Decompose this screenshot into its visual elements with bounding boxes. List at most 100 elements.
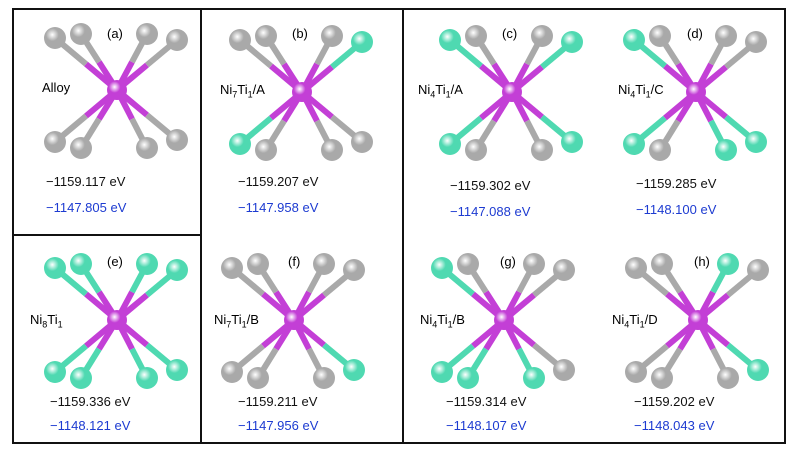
molecule <box>229 25 373 161</box>
ni-atom-gray <box>343 259 365 281</box>
panel-tag: (d) <box>687 26 703 41</box>
energy-value-2: −1147.088 eV <box>450 204 531 219</box>
ni-atom-gray <box>553 359 575 381</box>
ni-atom-gray <box>166 129 188 151</box>
structure-label: Ni7Ti1/B <box>214 312 259 330</box>
ni-atom-gray <box>136 137 158 159</box>
ni-atom-gray <box>351 131 373 153</box>
structure-label: Ni7Ti1/A <box>220 82 265 100</box>
ni-atom-green <box>229 133 251 155</box>
ni-atom-green <box>715 139 737 161</box>
ni-atom-gray <box>531 25 553 47</box>
ni-atom-gray <box>166 29 188 51</box>
structure-label: Alloy <box>42 80 71 95</box>
ni-atom-green <box>44 257 66 279</box>
ni-atom-green <box>623 133 645 155</box>
ni-atom-green <box>431 257 453 279</box>
ni-atom-gray <box>229 29 251 51</box>
energy-value-1: −1159.117 eV <box>46 174 126 189</box>
ti-atom-center <box>107 80 127 100</box>
molecule <box>44 23 188 159</box>
panel-d: (d) Ni4Ti1/C −1159.285 eV −1148.100 eV <box>594 8 784 236</box>
ni-atom-green <box>70 367 92 389</box>
panel-tag: (f) <box>288 254 301 269</box>
molecule <box>623 25 767 161</box>
ni-atom-gray <box>247 367 269 389</box>
ni-atom-gray <box>651 253 673 275</box>
ni-atom-gray <box>747 259 769 281</box>
ni-atom-green <box>431 361 453 383</box>
ni-atom-gray <box>44 131 66 153</box>
ni-atom-gray <box>70 23 92 45</box>
molecule <box>625 253 769 389</box>
panel-tag: (a) <box>107 26 123 41</box>
ni-atom-green <box>561 31 583 53</box>
ni-atom-green <box>523 367 545 389</box>
ni-atom-gray <box>649 25 671 47</box>
ni-atom-green <box>351 31 373 53</box>
panel-tag: (e) <box>107 254 123 269</box>
structure-label: Ni4Ti1/D <box>612 312 658 330</box>
ti-atom-center <box>284 310 304 330</box>
ni-atom-gray <box>625 257 647 279</box>
panel-f: (f) Ni7Ti1/B −1159.211 eV −1147.956 eV <box>202 236 402 444</box>
energy-value-2: −1147.805 eV <box>46 200 127 215</box>
ni-atom-green <box>439 133 461 155</box>
ni-atom-green <box>747 359 769 381</box>
ni-atom-green <box>70 253 92 275</box>
molecule <box>439 25 583 161</box>
ni-atom-gray <box>221 257 243 279</box>
panel-tag: (g) <box>500 254 516 269</box>
ni-atom-green <box>136 367 158 389</box>
panel-a: (a) Alloy −1159.117 eV −1147.805 eV <box>12 8 202 236</box>
energy-value-1: −1159.202 eV <box>634 394 715 409</box>
ni-atom-gray <box>70 137 92 159</box>
structure-label: Ni4Ti1/A <box>418 82 463 100</box>
panel-tag: (b) <box>292 26 308 41</box>
energy-value-1: −1159.207 eV <box>238 174 319 189</box>
energy-value-1: −1159.314 eV <box>446 394 527 409</box>
ni-atom-green <box>166 259 188 281</box>
energy-value-2: −1147.956 eV <box>238 418 319 433</box>
ni-atom-green <box>717 253 739 275</box>
ti-atom-center <box>292 82 312 102</box>
energy-value-1: −1159.336 eV <box>50 394 131 409</box>
ni-atom-gray <box>313 253 335 275</box>
panel-c: (c)Ni4Ti1/A−1159.302 eV−1147.088 eV <box>404 8 594 236</box>
energy-value-2: −1148.100 eV <box>636 202 717 217</box>
ni-atom-gray <box>745 31 767 53</box>
panel-tag: (c) <box>502 26 518 41</box>
ti-atom-center <box>686 82 706 102</box>
energy-value-2: −1147.958 eV <box>238 200 319 215</box>
structure-label: Ni4Ti1/C <box>618 82 664 100</box>
ni-atom-gray <box>465 139 487 161</box>
molecule <box>44 253 188 389</box>
ni-atom-gray <box>465 25 487 47</box>
energy-value-1: −1159.285 eV <box>636 176 717 191</box>
ni-atom-green <box>623 29 645 51</box>
ni-atom-gray <box>313 367 335 389</box>
ni-atom-gray <box>457 253 479 275</box>
ti-atom-center <box>502 82 522 102</box>
ni-atom-gray <box>221 361 243 383</box>
ni-atom-gray <box>715 25 737 47</box>
panel-h: (h)Ni4Ti1/D−1159.202 eV−1148.043 eV <box>594 236 784 444</box>
energy-value-2: −1148.043 eV <box>634 418 715 433</box>
structure-label: Ni8Ti1 <box>30 312 63 330</box>
ti-atom-center <box>688 310 708 330</box>
ni-atom-green <box>343 359 365 381</box>
ni-atom-gray <box>255 139 277 161</box>
ni-atom-gray <box>247 253 269 275</box>
ni-atom-green <box>745 131 767 153</box>
ni-atom-green <box>561 131 583 153</box>
ti-atom-center <box>494 310 514 330</box>
energy-value-2: −1148.107 eV <box>446 418 527 433</box>
ni-atom-gray <box>321 139 343 161</box>
panel-g: (g)Ni4Ti1/B−1159.314 eV−1148.107 eV <box>404 236 594 444</box>
ni-atom-gray <box>321 25 343 47</box>
ni-atom-gray <box>651 367 673 389</box>
energy-value-1: −1159.211 eV <box>238 394 318 409</box>
molecule <box>221 253 365 389</box>
ni-atom-green <box>44 361 66 383</box>
ni-atom-gray <box>44 27 66 49</box>
